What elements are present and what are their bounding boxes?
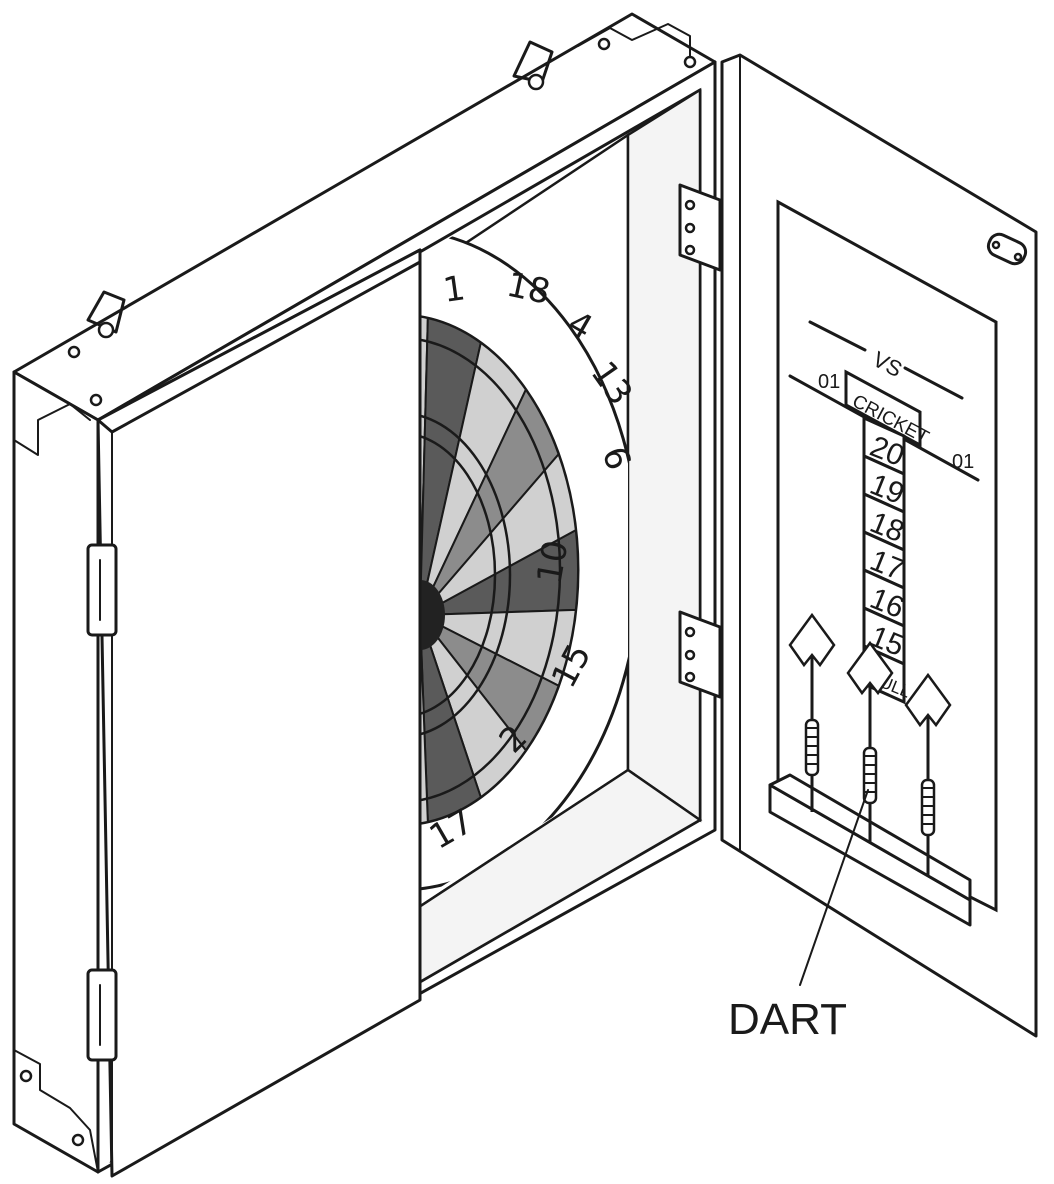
screw	[67, 345, 81, 359]
dartboard-segments	[420, 314, 579, 826]
dartboard	[420, 228, 628, 892]
vs-line-left	[808, 320, 867, 352]
board-segment	[420, 614, 429, 826]
screw	[89, 393, 103, 407]
corner-bracket-bottom-left	[13, 1049, 99, 1173]
bullseye	[420, 580, 445, 650]
triple-ring	[420, 411, 512, 739]
cricket-header-box	[844, 369, 922, 448]
darts	[788, 612, 952, 875]
hinge-left-bottom	[86, 968, 118, 1062]
triple-ring-inner	[420, 431, 497, 719]
hinge-left-top	[86, 543, 118, 637]
dart-callout: DART	[728, 789, 869, 1044]
dart-barrel	[920, 778, 936, 837]
vs-line-right	[903, 366, 964, 400]
cabinet-left-face	[12, 370, 100, 1174]
screw	[19, 1069, 33, 1083]
screw	[71, 1133, 85, 1147]
screw	[684, 626, 696, 638]
screw	[991, 240, 1001, 250]
board-number: 10	[530, 537, 577, 587]
corner-bracket-top-right	[577, 23, 691, 63]
screw	[597, 37, 611, 51]
screw	[684, 671, 696, 683]
callout-label: DART	[728, 995, 847, 1044]
hanging-ring-base-right	[527, 73, 545, 91]
screw	[684, 222, 696, 234]
left-door-top-edge	[96, 248, 422, 434]
left-door	[86, 248, 422, 1178]
callout-leader-line	[799, 789, 869, 986]
hanging-ring-base-left	[97, 321, 115, 339]
screw	[684, 244, 696, 256]
right-score-label: 01	[952, 451, 974, 473]
screw	[684, 199, 696, 211]
left-score-label: 01	[818, 371, 840, 393]
screw	[1013, 252, 1023, 262]
board-segment	[420, 452, 577, 616]
double-ring	[420, 336, 562, 804]
dart-barrel	[804, 718, 820, 777]
board-number: 18	[503, 265, 554, 313]
screw	[683, 55, 697, 69]
screw	[684, 649, 696, 661]
dart-barrel	[862, 746, 878, 805]
dart	[788, 612, 836, 812]
dart	[846, 640, 894, 842]
dart	[904, 672, 952, 875]
corner-bracket-top-left	[13, 371, 91, 456]
